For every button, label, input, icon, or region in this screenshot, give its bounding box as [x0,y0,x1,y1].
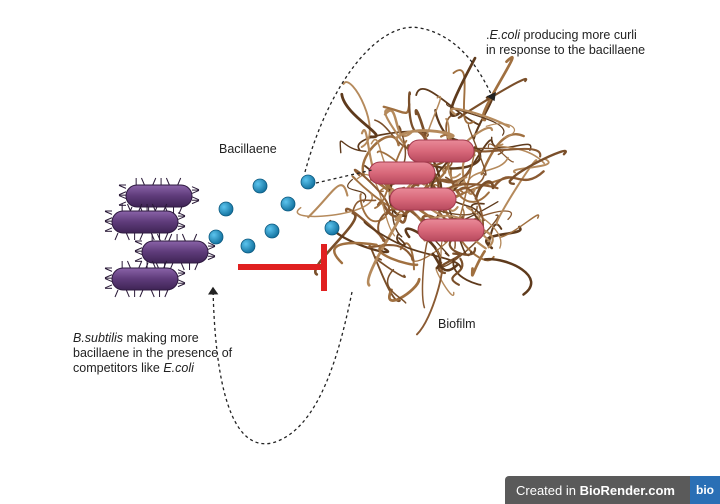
ecoli-caption-prefix: . [486,28,490,42]
curli-fiber-icon [366,213,403,287]
curli-fiber-icon [333,241,378,265]
inhibition-icon [238,244,327,291]
curli-fiber-icon [497,143,545,165]
biofilm-label: Biofilm [438,317,476,331]
curli-fiber-icon [347,178,367,203]
curli-fiber-icon [307,184,349,219]
curli-fiber-icon [451,257,464,286]
curli-fiber-icon [487,223,503,248]
curli-fiber-icon [353,168,390,216]
curli-fiber-icon [449,56,477,117]
bsubtilis-caption-species2: E.coli [163,361,194,375]
ecoli-caption-text: producing more curli in response to the … [486,28,646,57]
curli-fiber-icon [495,159,538,225]
curli-fiber-icon [383,109,413,137]
watermark-brand: BioRender.com [579,482,675,498]
curli-fiber-icon [435,266,455,296]
bacillaene-label: Bacillaene [219,142,277,156]
bsubtilis-cell-icon [118,177,200,215]
curli-fiber-icon [474,180,495,200]
curli-fiber-icon [485,123,516,139]
curli-fiber-icon [313,212,357,276]
curli-fiber-icon [481,56,514,122]
ecoli-caption: .E.coli producing more curli in response… [486,28,646,58]
bacillaene-molecule-icon [208,229,224,245]
curli-fiber-icon [467,124,487,176]
curli-fiber-icon [407,91,416,132]
curli-fiber-icon [470,250,486,277]
ecoli-caption-species: E.coli [489,28,521,42]
bacillaene-molecule-icon [300,174,316,190]
curli-fiber-icon [452,69,475,125]
biorender-watermark[interactable]: Created in BioRender.com bio [505,476,720,504]
ecoli-cell-icon [389,187,457,211]
curli-fiber-icon [340,92,378,139]
curli-fiber-icon [351,199,377,215]
bsubtilis-cell-icon [104,203,186,241]
watermark-text: Created in BioRender.com [516,483,675,498]
bacillaene-molecule-icon [252,178,268,194]
bacillaene-molecule-icon [264,223,280,239]
curli-fiber-icon [440,214,499,268]
bsubtilis-cell-icon [104,260,186,298]
ecoli-cells [368,139,485,242]
ecoli-cell-icon [407,139,475,163]
curli-fiber-icon [421,237,430,309]
curli-fiber-icon [492,170,545,188]
curli-fiber-icon [452,258,482,286]
curli-fiber-icon [363,220,406,247]
curli-fiber-icon [499,214,540,239]
curli-fiber-icon [450,107,510,128]
ecoli-cell-icon [368,161,436,185]
bacillaene-molecule-icon [240,238,256,254]
curli-fiber-icon [490,136,532,151]
bsubtilis-caption: B.subtilis making more bacillaene in the… [73,331,243,376]
curli-fiber-icon [378,243,419,267]
biorender-logo-icon: bio [690,476,720,504]
watermark-prefix: Created in [516,482,580,498]
curli-fiber-icon [508,149,567,185]
bacillaene-molecule-icon [280,196,296,212]
curli-fiber-icon [357,130,429,151]
curli-fiber-icon [465,206,502,249]
curli-fiber-icon [367,244,415,262]
bacillaene-molecules [208,174,340,254]
arrow-to-bsubtilis [207,286,353,445]
curli-fiber-icon [437,252,461,275]
bacillaene-molecule-icon [218,201,234,217]
curli-fiber-icon [483,258,533,296]
curli-fiber-icon [485,225,522,250]
curli-fiber-icon [386,268,407,304]
curli-fiber-icon [446,102,505,136]
curli-fiber-icon [473,145,542,158]
curli-fiber-icon [458,148,477,220]
feedback-arrows [207,26,496,445]
bacillaene-molecule-icon [324,220,340,236]
bsubtilis-cell-icon [134,233,216,271]
curli-fiber-icon [394,129,455,140]
bsubtilis-caption-text: making more bacillaene in the presence o… [73,331,233,375]
curli-fiber-icon [512,157,550,174]
ecoli-cell-icon [417,218,485,242]
bsubtilis-cells [104,177,216,298]
bsubtilis-caption-species: B.subtilis [73,331,124,345]
